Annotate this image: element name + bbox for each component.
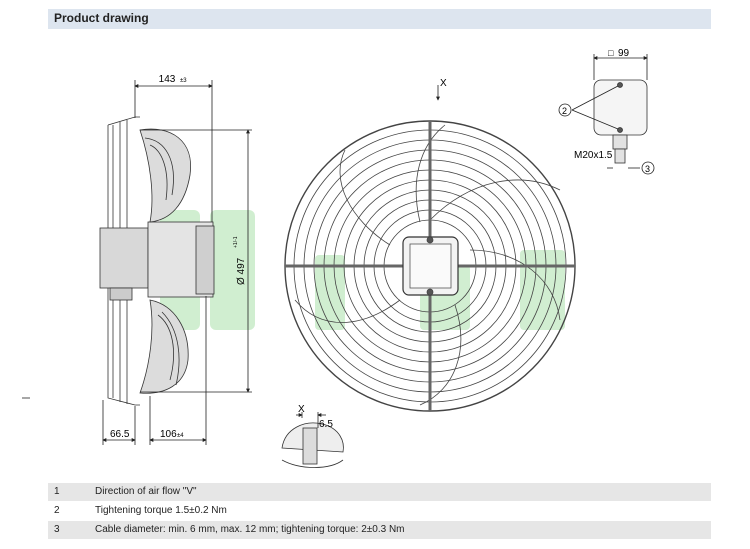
dim-detail-width: 6.5 — [319, 419, 333, 430]
notes-row: 2 Tightening torque 1.5±0.2 Nm — [48, 502, 711, 520]
note-text: Direction of air flow "V" — [95, 486, 197, 497]
dim-box-symbol: □ — [608, 48, 614, 58]
section-header: Product drawing — [48, 9, 711, 29]
callout-2: 2 — [562, 106, 567, 116]
note-number: 1 — [54, 486, 60, 497]
dim-rear-offset: 66.5 — [110, 429, 130, 440]
note-text: Cable diameter: min. 6 mm, max. 12 mm; t… — [95, 524, 405, 535]
dim-depth-tol: ±3 — [180, 78, 187, 84]
note-number: 2 — [54, 505, 60, 516]
watermark-logo — [160, 210, 565, 330]
dim-diameter-tol: +1/-1 — [233, 236, 239, 248]
dim-box-width: 99 — [618, 48, 630, 59]
fan-side-view — [22, 80, 252, 445]
notes-table: 1 Direction of air flow "V" 2 Tightening… — [48, 483, 711, 539]
dim-front-offset-tol: ±4 — [177, 433, 184, 439]
thread-label: M20x1.5 — [574, 150, 613, 161]
callout-3: 3 — [645, 164, 650, 174]
section-title: Product drawing — [54, 11, 149, 25]
terminal-box — [558, 54, 655, 175]
fan-front-view — [284, 85, 576, 412]
dim-front-offset: 106 — [160, 429, 177, 440]
dim-depth: 143 — [159, 74, 176, 85]
axis-x-detail: X — [298, 404, 305, 415]
axis-x-top: X — [440, 78, 447, 89]
note-text: Tightening torque 1.5±0.2 Nm — [95, 505, 227, 516]
product-drawing: 143 ±3 Ø 497 +1/-1 66.5 106 ±4 X — [22, 48, 655, 468]
dim-diameter: Ø 497 — [236, 257, 247, 285]
note-number: 3 — [54, 524, 60, 535]
detail-x-view — [281, 412, 344, 468]
notes-row: 3 Cable diameter: min. 6 mm, max. 12 mm;… — [48, 521, 711, 539]
notes-row: 1 Direction of air flow "V" — [48, 483, 711, 501]
